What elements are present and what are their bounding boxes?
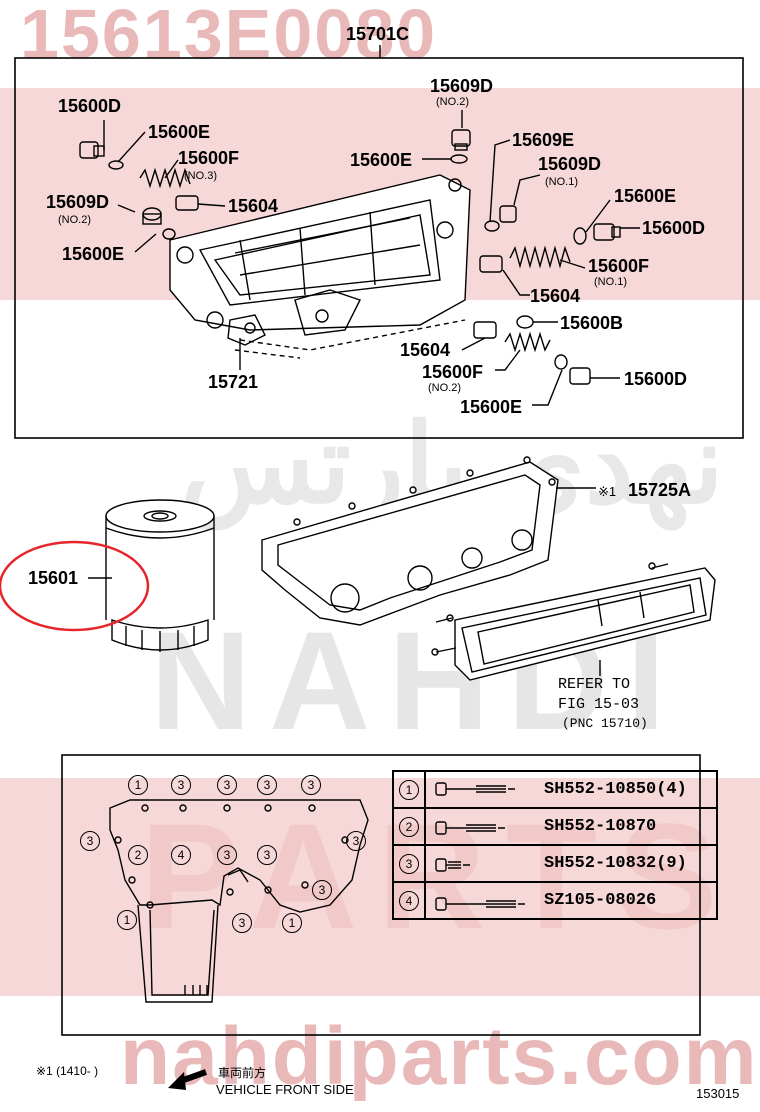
watermark-site: nahdiparts.com: [120, 1011, 759, 1102]
label-spring-top: 15600F: [178, 148, 240, 168]
label-plug-top-center-sub: (NO.2): [436, 96, 469, 108]
plug-left: [142, 207, 162, 225]
table-row: 1 SH552-10850(4): [392, 770, 718, 809]
gasket-right-e: [484, 220, 500, 232]
assembly-frame: [14, 57, 744, 439]
spring-lower: [504, 331, 551, 353]
label-gasket-lower: 15600E: [460, 397, 523, 417]
footer-fig: 153015: [696, 1086, 740, 1101]
oil-cooler-cover: [169, 174, 471, 359]
bolt-layout-outline: [109, 799, 369, 1003]
label-valve-lower: 15604: [400, 340, 451, 360]
spring-right: [509, 245, 571, 269]
bolt-marker-top-2: 3: [171, 775, 191, 795]
bolt-marker-bottom-right-3: 1: [282, 913, 302, 933]
label-plug-left: 15609D: [46, 192, 110, 212]
label-gasket-tl1: 15600E: [148, 122, 211, 142]
label-gasket-top-center: 15600E: [350, 150, 413, 170]
label-plug-right-d-sub: (NO.1): [545, 176, 578, 188]
label-valve-left: 15604: [228, 196, 279, 216]
bolt-marker-bottom-left: 1: [117, 910, 137, 930]
bolt-marker-right: 3: [346, 831, 366, 851]
valve-lower: [473, 321, 497, 339]
spring-top: [139, 167, 191, 189]
label-gasket-note: ※1: [598, 484, 617, 499]
label-plug-right-e: 15609E: [512, 130, 575, 150]
bolt-marker-mid-4: 3: [257, 845, 277, 865]
label-refer-3: (PNC 15710): [562, 716, 648, 731]
label-spring-lower: 15600F: [422, 362, 484, 382]
label-assembly: 15701C: [346, 24, 410, 44]
bolt-marker-mid-3: 3: [217, 845, 237, 865]
plug-lower: [569, 367, 591, 385]
table-row: 2 SH552-10870: [392, 807, 718, 846]
label-refer-1: REFER TO: [558, 676, 631, 693]
bolt-marker-top-5: 3: [301, 775, 321, 795]
valve-left: [175, 195, 199, 211]
vehicle-front-arrow-icon: [168, 1069, 208, 1090]
bolt-marker-left: 3: [80, 831, 100, 851]
bolt-marker-top-1: 1: [128, 775, 148, 795]
oil-filter: [105, 499, 215, 652]
gasket-lower: [554, 354, 568, 370]
label-oring-right: 15600B: [560, 313, 624, 333]
gasket-right: [573, 227, 587, 245]
label-valve-right: 15604: [530, 286, 581, 306]
bolt-marker-mid-2: 4: [171, 845, 191, 865]
highlight-circle: [0, 540, 150, 632]
gasket-15725a: [261, 456, 559, 626]
footer-front: VEHICLE FRONT SIDE: [216, 1082, 354, 1097]
plug-top-center: [451, 129, 471, 151]
bolt-marker-top-4: 3: [257, 775, 277, 795]
bolt-marker-bottom-right-2: 3: [312, 880, 332, 900]
plug-top-left: [79, 141, 105, 159]
label-gasket-left: 15600E: [62, 244, 125, 264]
bolt-marker-top-3: 3: [217, 775, 237, 795]
label-cover: 15721: [208, 372, 259, 392]
label-spring-right-sub: (NO.1): [594, 276, 627, 288]
oring-right: [516, 315, 534, 329]
bolt-code: SH552-10850(4): [544, 780, 687, 799]
label-plug-right-d: 15609D: [538, 154, 602, 174]
oil-cooler-element: [431, 562, 716, 681]
label-plug-top-left: 15600D: [58, 96, 122, 116]
footer-note: ※1 (1410- ): [36, 1064, 99, 1078]
label-spring-lower-sub: (NO.2): [428, 382, 461, 394]
label-plug-left-sub: (NO.2): [58, 214, 91, 226]
table-row: 3 SH552-10832(9): [392, 844, 718, 883]
bolt-code: SH552-10832(9): [544, 854, 687, 873]
label-gasket-right: 15600E: [614, 186, 677, 206]
label-plug-lower: 15600D: [624, 369, 688, 389]
label-plug-right: 15600D: [642, 218, 706, 238]
bolt-marker-mid-1: 2: [128, 845, 148, 865]
label-spring-top-sub: (NO.3): [184, 170, 217, 182]
bolt-marker-bottom-right-1: 3: [232, 913, 252, 933]
label-plug-top-center: 15609D: [430, 76, 494, 96]
label-gasket: 15725A: [628, 480, 692, 500]
plug-right-d: [499, 205, 517, 223]
label-refer-2: FIG 15-03: [558, 696, 640, 713]
bolt-table: 1 SH552-10850(4) 2 SH552-10870 3 SH552-1…: [392, 770, 718, 920]
plug-right: [593, 223, 621, 241]
footer-jp: 車両前方: [218, 1066, 267, 1080]
label-spring-right: 15600F: [588, 256, 650, 276]
label-filter: 15601: [28, 568, 79, 588]
watermark-part-number: 15613E0080: [20, 0, 438, 73]
bolt-code: SH552-10870: [544, 817, 657, 836]
gasket-left: [162, 228, 176, 240]
gasket-top-center: [450, 154, 468, 164]
gasket-top-left: [108, 160, 124, 170]
valve-right: [479, 255, 503, 273]
table-row: 4 SZ105-08026: [392, 881, 718, 920]
bolt-code: SZ105-08026: [544, 891, 657, 910]
